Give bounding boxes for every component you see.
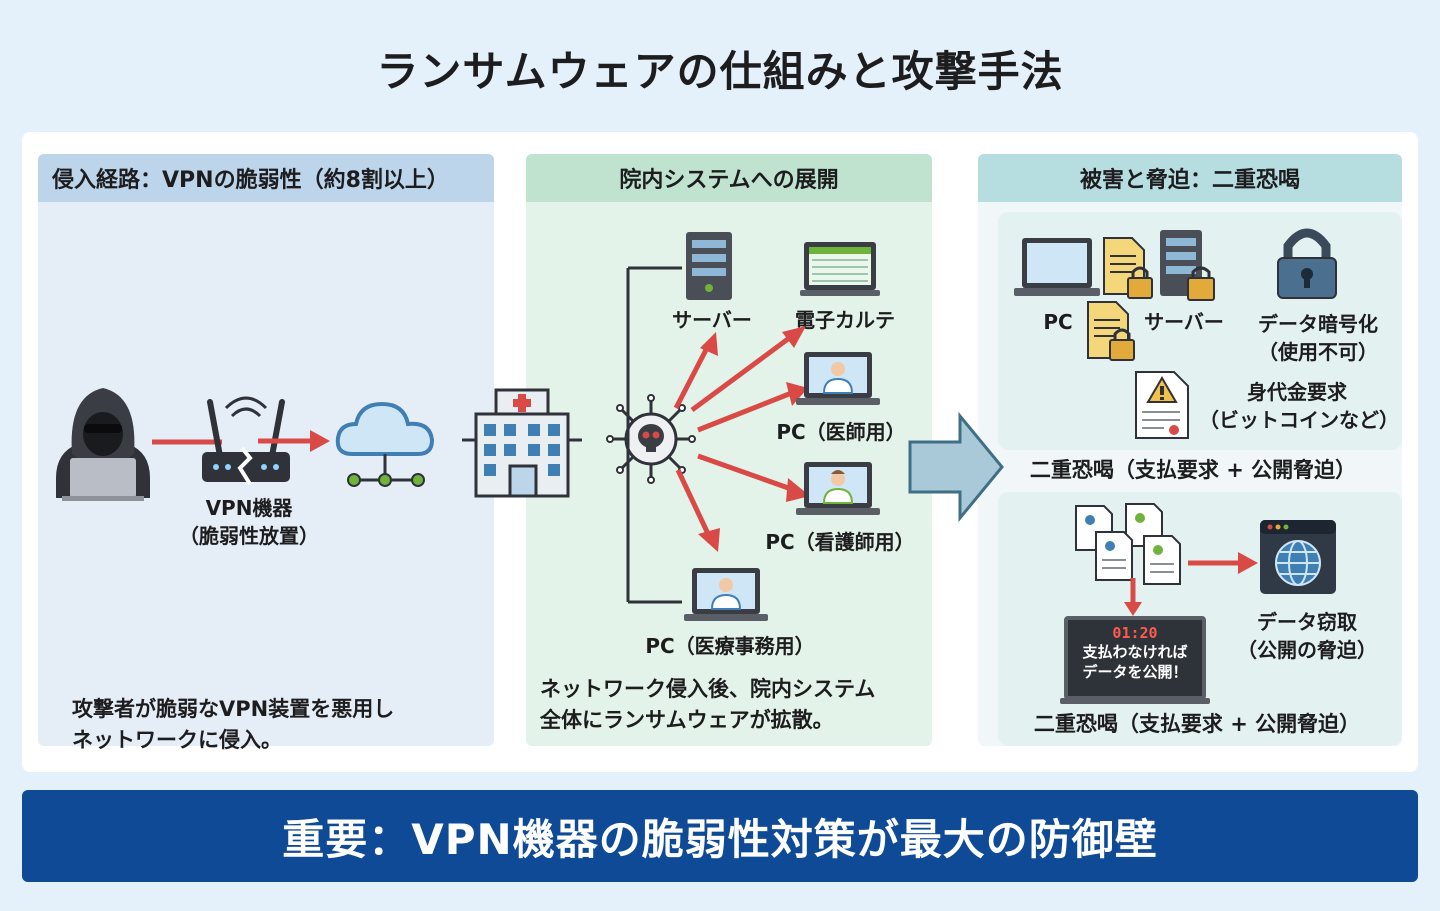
vpn-router-icon [202, 396, 290, 486]
spread-header: 院内システムへの展開 [526, 154, 932, 202]
caption-top: 二重恐喝（支払要求 + 公開脅迫） [1029, 458, 1357, 482]
flow-arrow-icon [908, 411, 1004, 523]
server-icon [686, 232, 732, 300]
globe-browser-icon [1260, 520, 1336, 594]
key-message-banner: 重要：VPN機器の脆弱性対策が最大の防御壁 [22, 790, 1418, 882]
entry-description-line1: 攻撃者が脆弱なVPN装置を悪用し [72, 697, 395, 721]
hospital-icon [462, 388, 582, 498]
damage-server-label: サーバー [1144, 310, 1224, 334]
pc-admin-icon [684, 568, 768, 621]
entry-header: 侵入経路：VPNの脆弱性（約8割以上） [38, 154, 494, 202]
spread-description-line2: 全体にランサムウェアが拡散。 [540, 708, 834, 732]
spread-description-line1: ネットワーク侵入後、院内システム [540, 677, 876, 701]
emr-label: 電子カルテ [795, 308, 895, 332]
caption-bottom: 二重恐喝（支払要求 + 公開脅迫） [1033, 712, 1361, 736]
damage-pc-label: PC [1043, 310, 1073, 334]
threat-arrow [1124, 578, 1142, 616]
hacker-icon [56, 388, 150, 501]
theft-sublabel: （公開の脅迫） [1237, 638, 1377, 662]
vpn-sublabel: （脆弱性放置） [179, 524, 319, 548]
ransom-label: 身代金要求 [1247, 380, 1347, 404]
threat-monitor: 01:20 支払わなければ データを公開！ [1064, 616, 1206, 700]
pc-admin-label: PC（医療事務用） [645, 634, 815, 658]
encrypt-sublabel: （使用不可） [1258, 340, 1378, 364]
ransom-note-icon [1135, 371, 1189, 439]
ransomware-virus-icon [606, 394, 696, 484]
intrusion-arrow-1 [152, 439, 222, 445]
network-tree-lines [626, 266, 682, 604]
pc-nurse-icon [796, 462, 880, 515]
ransom-sublabel: （ビットコインなど） [1199, 408, 1399, 432]
theft-label: データ窃取 [1257, 610, 1357, 634]
patient-records-icon [1075, 503, 1181, 585]
vpn-label: VPN機器 [205, 496, 293, 520]
pc-doctor-icon [796, 352, 880, 405]
exfiltration-arrow [1188, 552, 1258, 574]
locked-server-icon [1160, 230, 1215, 301]
encrypt-label: データ暗号化 [1258, 312, 1378, 336]
pc-doctor-label: PC（医師用） [776, 420, 906, 444]
damage-header: 被害と脅迫：二重恐喝 [978, 154, 1402, 202]
threat-message-line2: データを公開！ [1082, 663, 1188, 681]
server-label: サーバー [672, 308, 752, 332]
threat-message-line1: 支払わなければ [1082, 643, 1188, 661]
damage-laptop-icon [1014, 238, 1100, 296]
diagram-card: 侵入経路：VPNの脆弱性（約8割以上） VPN機器 （脆弱性放置） 攻撃者が脆弱… [22, 132, 1418, 772]
locked-file-icon [1103, 237, 1153, 299]
locked-file-icon-2 [1087, 301, 1135, 361]
cloud-network-icon [335, 401, 435, 487]
threat-timer: 01:20 [1112, 624, 1158, 642]
spread-arrows [673, 326, 810, 552]
entry-description-line2: ネットワークに侵入。 [72, 728, 282, 752]
page-title: ランサムウェアの仕組みと攻撃手法 [376, 47, 1064, 96]
pc-nurse-label: PC（看護師用） [765, 530, 915, 554]
emr-monitor-icon [800, 242, 880, 296]
threat-monitor-base [1060, 698, 1210, 704]
padlock-icon [1277, 228, 1337, 299]
intrusion-arrow-2 [258, 430, 330, 452]
